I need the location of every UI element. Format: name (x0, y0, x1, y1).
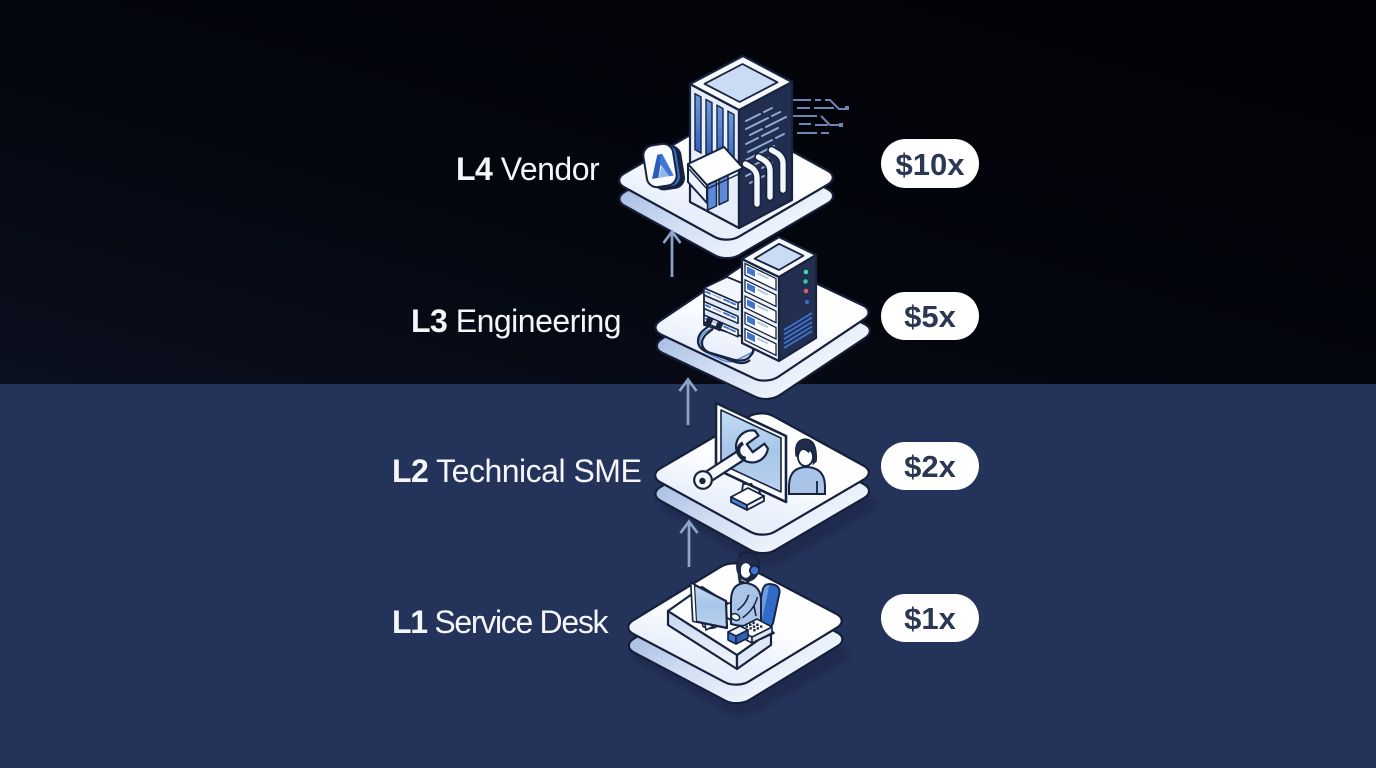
svg-text:$5x: $5x (904, 299, 956, 334)
svg-text:$10x: $10x (896, 147, 966, 182)
svg-text:L2 Technical SME: L2 Technical SME (392, 453, 641, 489)
svg-text:$2x: $2x (904, 449, 956, 484)
svg-text:$1x: $1x (904, 601, 956, 636)
svg-text:L1 Service Desk: L1 Service Desk (392, 604, 610, 640)
svg-text:L4 Vendor: L4 Vendor (456, 151, 600, 187)
svg-text:L3 Engineering: L3 Engineering (411, 303, 621, 339)
